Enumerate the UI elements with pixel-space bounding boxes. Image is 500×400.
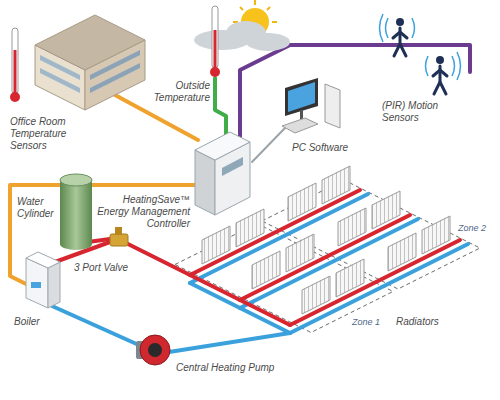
signal-wires <box>10 45 470 284</box>
water-cylinder <box>60 174 92 250</box>
pc-tower <box>325 84 340 128</box>
outside-thermometer <box>210 6 220 77</box>
window-band <box>40 55 80 80</box>
label-text: 3 Port Valve <box>74 262 144 274</box>
energy-controller <box>195 132 250 215</box>
boiler-top <box>26 252 60 268</box>
radiator <box>236 209 264 247</box>
motion-wire <box>240 45 470 142</box>
radiator <box>288 183 316 221</box>
thermometer-mercury <box>14 50 17 94</box>
person-body <box>400 44 406 56</box>
wave-arc <box>380 14 384 42</box>
wave-arc <box>412 18 415 38</box>
pc-screen <box>288 82 315 112</box>
valve-body <box>110 234 128 246</box>
radiator <box>388 233 416 271</box>
radiator <box>302 276 330 314</box>
thermometer-tube <box>12 28 18 94</box>
radiator <box>286 234 314 272</box>
thermometer-bulb <box>10 92 20 102</box>
radiator <box>252 251 280 289</box>
boiler-side <box>48 262 60 308</box>
outside-wire <box>215 78 226 142</box>
office-building <box>35 15 145 110</box>
return-pipe <box>169 333 290 352</box>
boiler <box>26 252 60 308</box>
pc <box>282 78 340 133</box>
cylinder-base <box>60 238 92 250</box>
wave-arc <box>452 56 455 76</box>
label-text: Office Room Temperature Sensors <box>10 116 72 152</box>
wave-arc <box>426 56 429 76</box>
wave-arc <box>386 18 389 38</box>
return-pipe <box>290 244 468 333</box>
boiler-panel <box>31 282 41 288</box>
sun-ray <box>254 0 256 5</box>
return-pipes <box>52 194 468 352</box>
zone-label: Zone 2 <box>458 222 494 234</box>
thermometer-bulb <box>210 67 220 77</box>
sun-ray <box>267 7 270 10</box>
return-pipe <box>190 283 290 333</box>
label-text: Boiler <box>14 316 54 328</box>
pump-hub <box>148 343 162 357</box>
zone-label: Zone 1 <box>352 316 392 328</box>
controller-side <box>195 150 215 215</box>
valve-actuator <box>115 227 122 235</box>
window-band <box>40 68 80 93</box>
motion-people <box>393 18 447 94</box>
person-body <box>393 32 407 38</box>
sun-ray <box>240 7 243 10</box>
label-text: Outside Temperature <box>148 80 210 104</box>
person-body <box>440 82 446 94</box>
pc-link <box>252 128 285 162</box>
window-band <box>90 63 140 93</box>
return-pipe <box>52 306 141 346</box>
person-body <box>433 70 447 76</box>
radiator <box>322 166 350 204</box>
three-port-valve <box>110 227 128 246</box>
pump-housing <box>140 335 170 365</box>
label-text: (PIR) Motion Sensors <box>382 100 462 124</box>
pc-keyboard <box>282 118 318 133</box>
central-heating-pump <box>136 335 170 365</box>
controller-display <box>222 157 243 176</box>
sun-ray <box>272 21 277 23</box>
cylinder-body <box>60 180 92 244</box>
label-text: PC Software <box>292 142 362 154</box>
thermometer-mercury <box>214 30 217 70</box>
room-thermometer <box>10 28 20 102</box>
radiator <box>336 259 364 297</box>
cloud <box>194 21 290 51</box>
motion-waves <box>380 14 461 80</box>
flow-pipe <box>290 240 460 325</box>
cloud-puff <box>246 33 290 51</box>
flow-pipes <box>55 190 460 325</box>
controller-top <box>195 132 250 160</box>
label-text: Water Cylinder <box>17 196 59 220</box>
wave-arc <box>457 52 461 80</box>
person-head <box>436 56 444 64</box>
label-text: HeatingSave™ Energy Management Controlle… <box>94 194 190 230</box>
radiator <box>202 226 230 264</box>
label-text: Central Heating Pump <box>176 362 296 374</box>
person-head <box>396 18 404 26</box>
radiator <box>338 208 366 246</box>
cylinder-top <box>60 174 92 186</box>
label-text: Radiators <box>396 316 466 328</box>
radiator <box>372 191 400 229</box>
radiator <box>422 216 450 254</box>
